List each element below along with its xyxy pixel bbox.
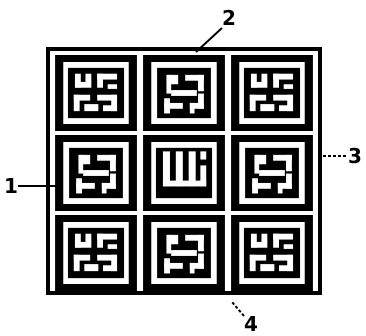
callout-number-1: 1 — [4, 176, 18, 196]
tile-r3-c3 — [231, 215, 313, 291]
tile-r1-c1 — [55, 55, 137, 131]
swastika-pattern-icon — [143, 55, 225, 131]
callout-number-2: 2 — [222, 8, 236, 28]
callout-number-4: 4 — [244, 314, 258, 334]
kufic-word-icon — [231, 215, 313, 291]
kufic-word-icon — [231, 55, 313, 131]
kufic-word-icon — [55, 215, 137, 291]
leader-line-4 — [232, 302, 244, 316]
callout-number-3: 3 — [348, 146, 362, 166]
kufic-word-icon — [55, 55, 137, 131]
tile-grid — [55, 55, 313, 291]
tile-r2-c2 — [143, 135, 225, 211]
tile-r1-c3 — [231, 55, 313, 131]
tile-r2-c1 — [55, 135, 137, 211]
swastika-pattern-icon — [231, 135, 313, 211]
tile-r1-c2 — [143, 55, 225, 131]
tile-r3-c2 — [143, 215, 225, 291]
tile-r2-c3 — [231, 135, 313, 211]
swastika-pattern-icon — [55, 135, 137, 211]
tile-r3-c1 — [55, 215, 137, 291]
kufic-allah-icon — [143, 135, 225, 211]
swastika-pattern-icon — [143, 215, 225, 291]
